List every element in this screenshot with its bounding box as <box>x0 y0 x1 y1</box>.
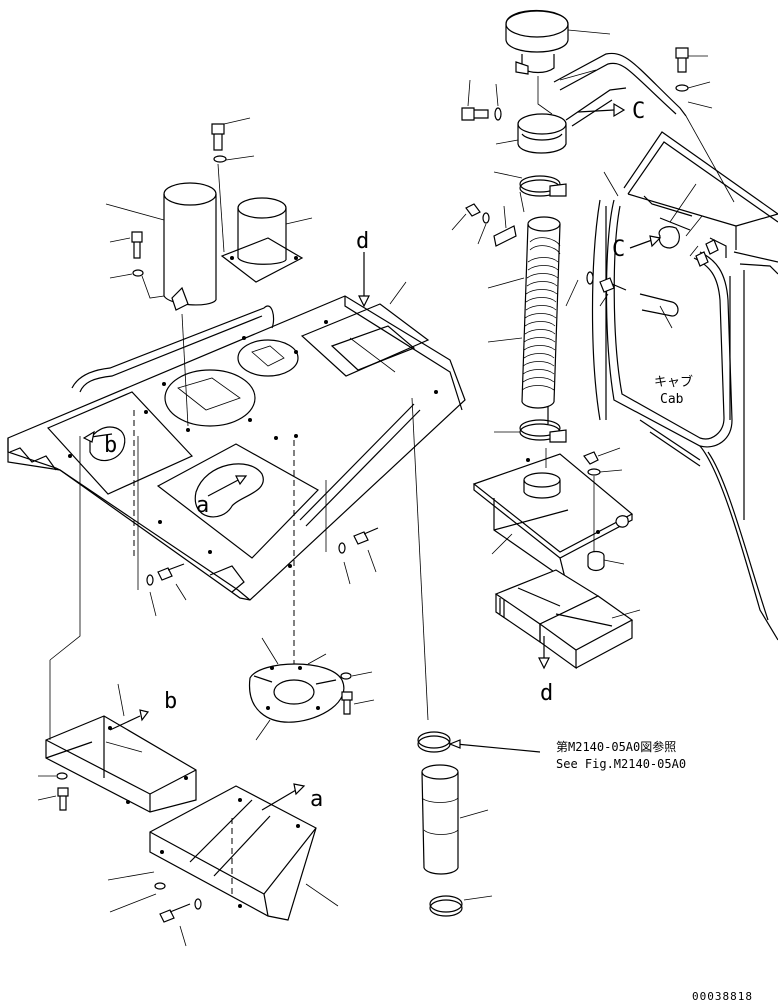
label-a-main: a <box>196 493 209 518</box>
reference-note-jp: 第M2140-05A0図参照 <box>556 739 676 754</box>
label-d-bottom: d <box>540 681 553 706</box>
split-ring-plate <box>248 637 375 741</box>
label-c-duct: C <box>632 99 645 124</box>
label-a-ref: a <box>310 787 323 812</box>
pipe-elbow <box>495 113 567 154</box>
air-tube-flanged <box>220 197 304 283</box>
lower-clamp <box>411 397 541 753</box>
air-box-plate <box>472 448 634 583</box>
floor-plate: b a <box>7 295 466 601</box>
cab-frame <box>591 131 778 641</box>
drawing-code: 00038818 <box>692 990 753 1003</box>
top-fasteners <box>105 117 407 427</box>
air-tube-large <box>163 182 217 311</box>
air-filter-elements <box>494 569 641 670</box>
hose-bracket-parts <box>451 203 627 307</box>
corrugated-hose <box>487 191 561 409</box>
hose-clamps <box>493 171 567 443</box>
duct-box-a <box>107 783 339 947</box>
bracket-c <box>553 52 735 203</box>
cab-label-en: Cab <box>660 392 684 407</box>
cab-bolts <box>461 47 713 121</box>
label-b-ref: b <box>164 689 177 714</box>
air-box-fasteners <box>583 447 625 572</box>
label-b-main: b <box>104 433 117 458</box>
label-c-cab: C <box>612 237 625 262</box>
reference-note-en: See Fig.M2140-05A0 <box>556 757 686 771</box>
air-cap <box>505 9 611 115</box>
duct-box-b <box>37 436 197 813</box>
plate-bolts <box>133 410 379 672</box>
label-d-top: d <box>356 229 369 254</box>
lower-pipe <box>421 764 493 917</box>
cab-label-jp: キャブ <box>654 374 693 390</box>
